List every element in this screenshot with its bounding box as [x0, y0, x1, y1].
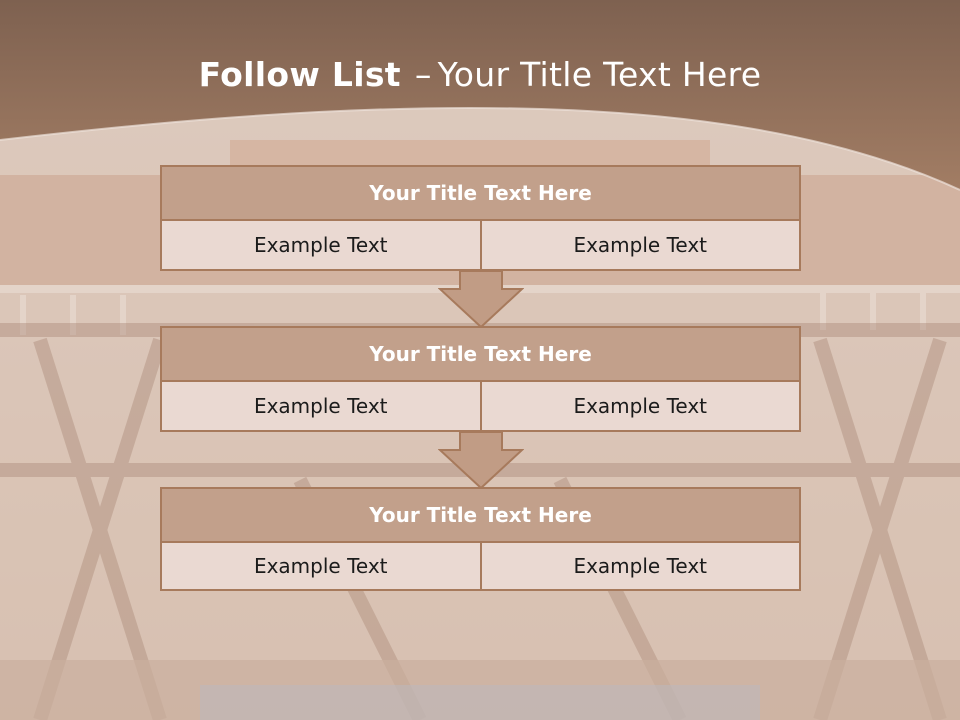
step-cell-right: Example Text [479, 382, 801, 432]
slide-title-bold: Follow List [198, 55, 401, 94]
flow-step-3: Your Title Text Here Example Text Exampl… [160, 487, 801, 591]
step-cell-left: Example Text [160, 543, 482, 591]
step-cell-left: Example Text [160, 221, 482, 271]
slide-title: Follow List–Your Title Text Here [0, 55, 960, 94]
flow-step-1: Your Title Text Here Example Text Exampl… [160, 165, 801, 271]
down-arrow-icon [438, 432, 524, 490]
down-arrow-icon [438, 271, 524, 329]
step-cell-right: Example Text [479, 543, 801, 591]
header-band [0, 0, 960, 200]
slide-title-rest: Your Title Text Here [437, 55, 762, 94]
step-cell-left: Example Text [160, 382, 482, 432]
step-title: Your Title Text Here [160, 326, 801, 382]
step-cell-right: Example Text [479, 221, 801, 271]
step-row: Example Text Example Text [160, 382, 801, 432]
step-title: Your Title Text Here [160, 487, 801, 543]
step-row: Example Text Example Text [160, 543, 801, 591]
slide-title-dash: – [414, 55, 432, 94]
step-row: Example Text Example Text [160, 221, 801, 271]
step-title: Your Title Text Here [160, 165, 801, 221]
flow-step-2: Your Title Text Here Example Text Exampl… [160, 326, 801, 432]
